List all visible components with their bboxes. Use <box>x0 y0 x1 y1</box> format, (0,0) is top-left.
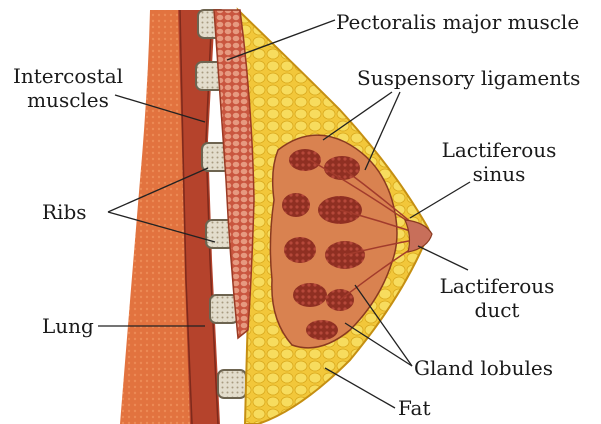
label-intercostal-line1: Intercostal <box>8 64 128 88</box>
nipple <box>405 220 432 252</box>
leader-lactiferous-duct <box>418 246 468 270</box>
label-intercostal-muscles: Intercostal muscles <box>8 64 128 112</box>
label-intercostal-line2: muscles <box>8 88 128 112</box>
label-lactiferous-sinus-line2: sinus <box>434 162 564 186</box>
label-lactiferous-duct-line1: Lactiferous <box>432 274 562 298</box>
label-fat: Fat <box>398 396 430 420</box>
label-lactiferous-sinus-line1: Lactiferous <box>434 138 564 162</box>
label-ribs: Ribs <box>42 200 87 224</box>
label-lactiferous-duct-line2: duct <box>432 298 562 322</box>
label-pectoralis-major: Pectoralis major muscle <box>336 10 579 34</box>
label-suspensory-ligaments: Suspensory ligaments <box>357 66 580 90</box>
leader-suspensory-2 <box>365 92 400 170</box>
label-gland-lobules: Gland lobules <box>414 356 553 380</box>
label-lung: Lung <box>42 314 94 338</box>
rib <box>218 370 246 398</box>
leader-fat <box>325 368 395 408</box>
leader-lactiferous-sinus <box>410 182 470 218</box>
label-lactiferous-duct: Lactiferous duct <box>432 274 562 322</box>
label-lactiferous-sinus: Lactiferous sinus <box>434 138 564 186</box>
